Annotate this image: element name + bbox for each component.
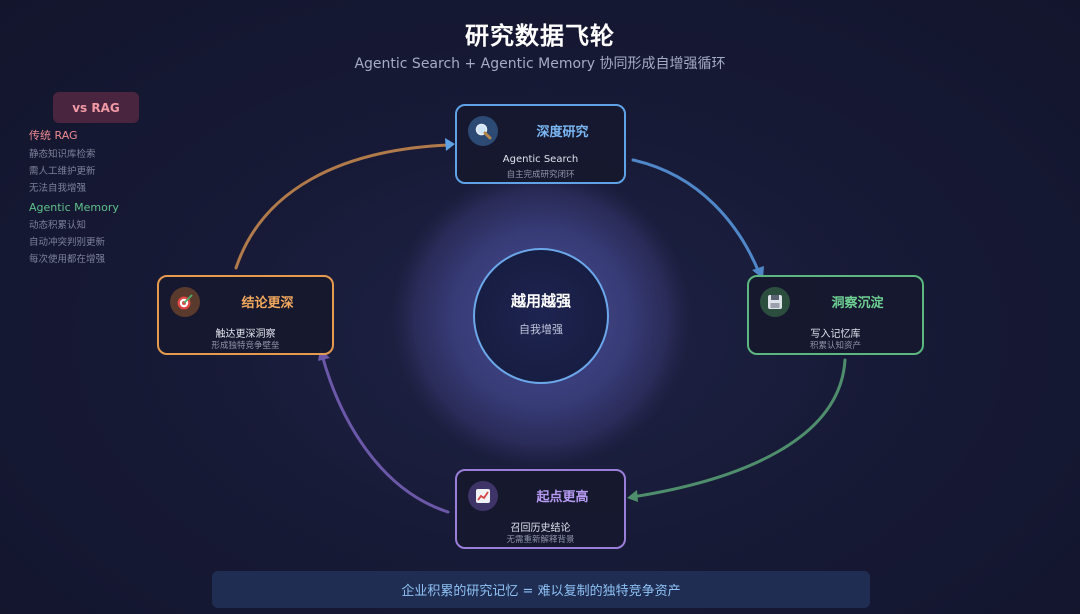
legend-rag-heading: 传统 RAG	[29, 129, 78, 142]
legend-rag-item: 需人工维护更新	[29, 166, 96, 177]
center-subtitle: 自我增强	[519, 322, 563, 336]
arrowhead-insight-to-start	[627, 490, 638, 502]
node-title: 结论更深	[241, 296, 294, 311]
footer-text: 企业积累的研究记忆 = 难以复制的独特竞争资产	[401, 584, 681, 599]
node-line2: 形成独特竞争壁垒	[211, 341, 280, 351]
node-title: 深度研究	[536, 125, 589, 140]
floppy-disk-icon	[760, 287, 790, 317]
arrowhead-conclusion-to-research	[445, 138, 455, 151]
legend-memory-item: 每次使用都在增强	[29, 254, 106, 265]
footer-banner: 企业积累的研究记忆 = 难以复制的独特竞争资产	[212, 571, 870, 608]
node-line2: 无需重新解释背景	[506, 535, 575, 545]
page-title: 研究数据飞轮	[465, 22, 615, 50]
legend-rag-item: 静态知识库检索	[29, 149, 96, 160]
legend-rag-item: 无法自我增强	[29, 183, 87, 194]
node-title: 起点更高	[536, 490, 589, 505]
node-start-higher: 起点更高 召回历史结论 无需重新解释背景	[455, 469, 626, 549]
legend-memory-item: 自动冲突判别更新	[29, 237, 106, 248]
node-line1: Agentic Search	[502, 154, 579, 165]
target-dart-icon	[170, 287, 200, 317]
vs-rag-badge: vs RAG	[53, 92, 139, 123]
center-circle	[473, 248, 609, 384]
magnifier-icon	[468, 116, 498, 146]
node-deep-research: 深度研究 Agentic Search 自主完成研究闭环	[455, 104, 626, 184]
comparison-legend: vs RAG 传统 RAG 静态知识库检索 需人工维护更新 无法自我增强 Age…	[29, 92, 199, 268]
center-title: 越用越强	[510, 291, 571, 310]
node-title: 洞察沉淀	[831, 296, 884, 311]
page-subtitle: Agentic Search + Agentic Memory 协同形成自增强循…	[354, 56, 726, 72]
node-deeper-conclusion: 结论更深 触达更深洞察 形成独特竞争壁垒	[157, 275, 334, 355]
arrow-conclusion-to-research	[234, 143, 450, 270]
center-label: 越用越强 自我增强	[474, 249, 608, 383]
node-line2: 自主完成研究闭环	[506, 170, 575, 180]
legend-memory-item: 动态积累认知	[29, 220, 87, 231]
node-insight: 洞察沉淀 写入记忆库 积累认知资产	[747, 275, 924, 355]
legend-memory-heading: Agentic Memory	[29, 201, 119, 214]
arrow-insight-to-start	[630, 358, 847, 499]
arrow-start-to-conclusion	[320, 353, 450, 514]
arrow-research-to-insight	[631, 158, 762, 277]
node-line1: 触达更深洞察	[215, 329, 276, 340]
node-line1: 召回历史结论	[510, 523, 571, 534]
chart-up-icon	[468, 481, 498, 511]
node-line2: 积累认知资产	[809, 341, 861, 351]
node-line1: 写入记忆库	[810, 329, 861, 340]
